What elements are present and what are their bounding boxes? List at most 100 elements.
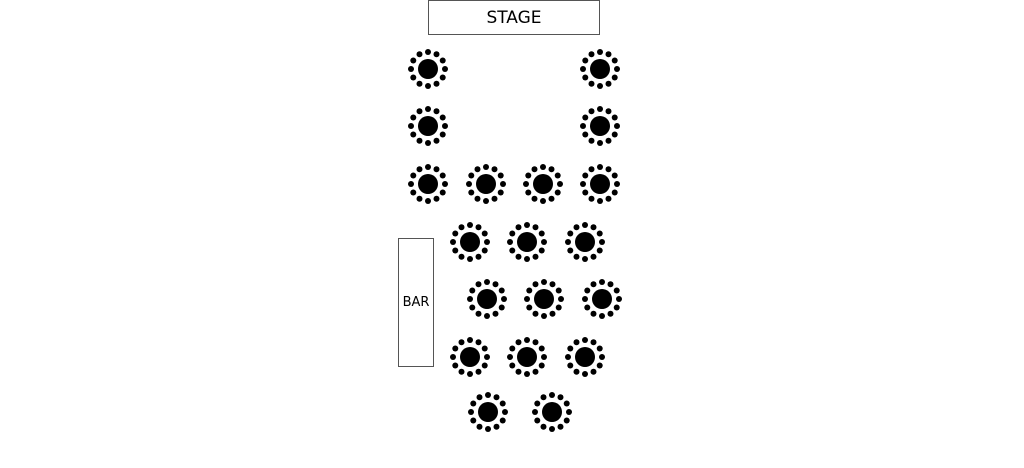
- chair: [515, 253, 522, 260]
- chair: [531, 166, 538, 173]
- round-table: [565, 222, 605, 262]
- round-table: [565, 337, 605, 377]
- chair: [425, 83, 431, 89]
- chair: [565, 354, 571, 360]
- chair: [605, 80, 612, 87]
- chair: [588, 108, 595, 115]
- chair: [481, 345, 488, 352]
- chair: [416, 195, 423, 202]
- chair: [497, 189, 504, 196]
- chair: [433, 51, 440, 58]
- chair: [498, 287, 505, 294]
- chair: [470, 417, 477, 424]
- chair: [596, 362, 603, 369]
- round-table: [580, 164, 620, 204]
- chair: [442, 66, 448, 72]
- chair: [538, 230, 545, 237]
- chair: [468, 172, 475, 179]
- chair: [566, 409, 572, 415]
- round-table: [466, 164, 506, 204]
- round-table: [467, 279, 507, 319]
- chair: [474, 195, 481, 202]
- chair: [442, 123, 448, 129]
- chair: [515, 224, 522, 231]
- chair: [573, 253, 580, 260]
- chair: [470, 400, 477, 407]
- chair: [590, 368, 597, 375]
- chair: [596, 230, 603, 237]
- round-table: [532, 392, 572, 432]
- chair: [452, 247, 459, 254]
- table-top: [418, 59, 438, 79]
- chair: [538, 247, 545, 254]
- chair: [540, 198, 546, 204]
- chair: [582, 74, 589, 81]
- chair: [509, 247, 516, 254]
- chair: [481, 230, 488, 237]
- chair: [425, 140, 431, 146]
- chair: [498, 304, 505, 311]
- chair: [493, 394, 500, 401]
- chair: [557, 394, 564, 401]
- chair: [433, 137, 440, 144]
- chair: [614, 123, 620, 129]
- chair: [481, 362, 488, 369]
- chair: [563, 417, 570, 424]
- chair: [614, 66, 620, 72]
- round-table: [507, 337, 547, 377]
- chair: [410, 57, 417, 64]
- chair: [458, 253, 465, 260]
- chair: [439, 114, 446, 121]
- chair: [476, 394, 483, 401]
- chair: [416, 137, 423, 144]
- chair: [500, 181, 506, 187]
- chair: [613, 304, 620, 311]
- chair: [597, 83, 603, 89]
- chair: [475, 253, 482, 260]
- chair: [580, 181, 586, 187]
- chair: [558, 296, 564, 302]
- chair: [458, 224, 465, 231]
- table-top: [590, 174, 610, 194]
- chair: [555, 304, 562, 311]
- round-table: [524, 279, 564, 319]
- chair: [540, 423, 547, 430]
- chair: [484, 313, 490, 319]
- chair: [525, 189, 532, 196]
- chair: [532, 368, 539, 375]
- table-top: [592, 289, 612, 309]
- chair: [582, 256, 588, 262]
- chair: [452, 230, 459, 237]
- chair: [497, 172, 504, 179]
- chair: [549, 310, 556, 317]
- chair: [524, 222, 530, 228]
- chair: [452, 362, 459, 369]
- round-table: [582, 279, 622, 319]
- chair: [605, 51, 612, 58]
- chair: [467, 371, 473, 377]
- chair: [408, 66, 414, 72]
- chair: [611, 172, 618, 179]
- chair: [416, 108, 423, 115]
- chair: [563, 400, 570, 407]
- chair: [425, 106, 431, 112]
- chair: [582, 114, 589, 121]
- chair: [590, 339, 597, 346]
- chair: [557, 423, 564, 430]
- chair: [590, 310, 597, 317]
- chair: [474, 166, 481, 173]
- chair: [425, 164, 431, 170]
- chair: [475, 339, 482, 346]
- chair: [597, 106, 603, 112]
- chair: [597, 49, 603, 55]
- chair: [532, 339, 539, 346]
- chair: [549, 426, 555, 432]
- chair: [567, 230, 574, 237]
- table-top: [575, 232, 595, 252]
- chair: [611, 114, 618, 121]
- chair: [532, 253, 539, 260]
- chair: [532, 310, 539, 317]
- chair: [493, 423, 500, 430]
- chair: [597, 164, 603, 170]
